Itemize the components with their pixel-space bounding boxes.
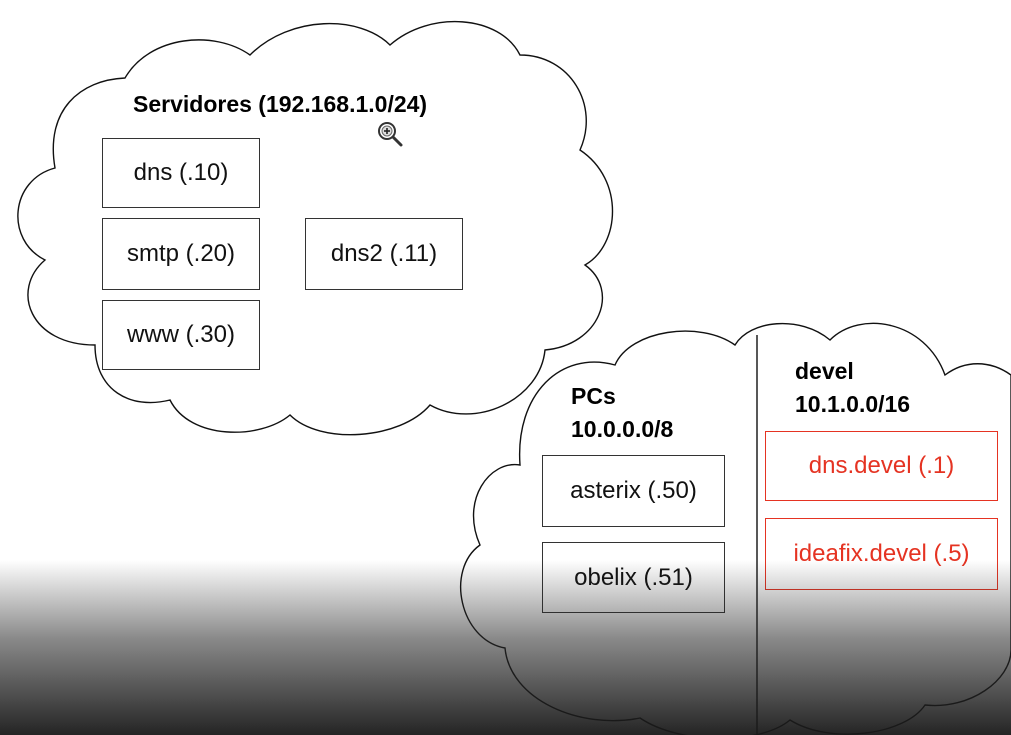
host-obelix-box: obelix (.51) xyxy=(542,542,725,613)
host-smtp-box: smtp (.20) xyxy=(102,218,260,290)
host-www-box: www (.30) xyxy=(102,300,260,370)
host-dns-box: dns (.10) xyxy=(102,138,260,208)
pcs-title: PCs 10.0.0.0/8 xyxy=(571,380,673,447)
devel-title-name: devel xyxy=(795,358,854,384)
devel-title-network: 10.1.0.0/16 xyxy=(795,391,911,418)
host-asterix-box: asterix (.50) xyxy=(542,455,725,527)
host-ideafix-devel-box: ideafix.devel (.5) xyxy=(765,518,998,590)
pcs-title-network: 10.0.0.0/8 xyxy=(571,416,674,443)
pcs-title-name: PCs xyxy=(571,383,616,409)
host-dns-devel-box: dns.devel (.1) xyxy=(765,431,998,501)
devel-title: devel 10.1.0.0/16 xyxy=(795,355,910,422)
host-dns2-box: dns2 (.11) xyxy=(305,218,463,290)
zoom-in-cursor-icon xyxy=(378,122,403,147)
servers-title: Servidores (192.168.1.0/24) xyxy=(133,91,428,117)
